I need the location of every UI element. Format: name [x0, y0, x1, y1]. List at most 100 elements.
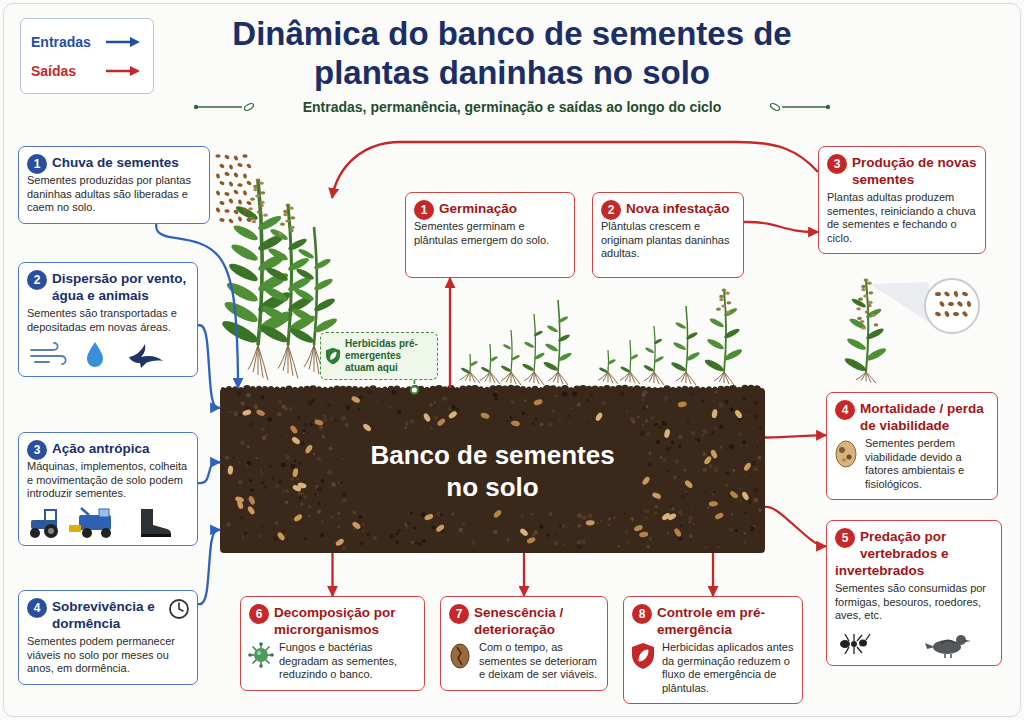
- falling-seed: [246, 217, 252, 222]
- microbe-icon: [257, 651, 261, 655]
- seed-head: [289, 207, 294, 210]
- soil-crumb: [714, 428, 717, 431]
- flow-arrow: [765, 507, 826, 546]
- harvester-icon: [81, 508, 89, 515]
- zoom-seed: [966, 301, 971, 308]
- seed-head: [861, 288, 866, 291]
- soil-crumb: [435, 385, 443, 393]
- soil-crumb: [341, 502, 343, 504]
- seed-head: [719, 298, 724, 301]
- soil-crumb: [714, 467, 719, 472]
- soil-crumb: [718, 386, 725, 393]
- soil-crumb: [289, 407, 294, 412]
- machinery-icons: [29, 507, 175, 539]
- plant-leaf: [533, 330, 543, 337]
- soil-crumb: [746, 415, 748, 417]
- buried-seed: [448, 410, 458, 419]
- callout-number: 4: [835, 400, 855, 420]
- soil-crumb: [291, 464, 296, 469]
- seed-head: [865, 310, 870, 313]
- shield-icon: [326, 348, 340, 365]
- soil-crumb: [688, 516, 693, 521]
- plant-root: [861, 372, 866, 381]
- microbe-icon: [270, 653, 274, 657]
- soil-crumb: [261, 473, 263, 475]
- seed-head: [861, 326, 866, 329]
- soil-crumb: [532, 386, 539, 393]
- diagram-title: Dinâmica do banco de sementes de plantas…: [222, 14, 802, 92]
- soil-crumb: [333, 385, 340, 392]
- plant-root: [314, 345, 319, 374]
- falling-seed: [242, 154, 248, 158]
- wind-icon: [31, 343, 66, 364]
- legend-row: Saídas: [31, 56, 143, 85]
- soil-crumb: [290, 477, 295, 482]
- soil-crumb: [451, 405, 456, 410]
- rule-line: [782, 106, 826, 107]
- plant-leaf: [653, 355, 664, 363]
- plant-leaf: [557, 351, 572, 362]
- soil-crumb: [539, 387, 543, 391]
- soil-crumb: [459, 528, 464, 533]
- callout-number: 8: [632, 604, 652, 624]
- soil-crumb: [328, 470, 333, 475]
- soil-crumb: [321, 461, 323, 463]
- plant-leaf: [500, 365, 511, 373]
- falling-seed: [219, 180, 225, 186]
- seed-head: [278, 232, 283, 235]
- soil-crumb: [352, 386, 358, 392]
- soil-crumb: [243, 385, 251, 393]
- harvester-icon: [99, 509, 109, 517]
- soil-crumb: [391, 390, 395, 394]
- soil-crumb: [737, 387, 741, 391]
- soil-crumb: [338, 517, 340, 519]
- soil-crumb: [232, 403, 234, 405]
- seed-head: [725, 292, 730, 295]
- plant-leaf: [709, 317, 725, 329]
- falling-seed: [246, 200, 252, 206]
- seed-head: [257, 210, 262, 213]
- soil-crumb: [738, 419, 741, 422]
- soil-crumb: [577, 513, 582, 518]
- soil-crumb: [506, 420, 508, 422]
- soil-crumb: [315, 485, 319, 489]
- soil-crumb: [341, 416, 346, 421]
- soil-crumb: [671, 507, 674, 510]
- buried-seed: [292, 484, 302, 493]
- soil-crumb: [586, 399, 590, 403]
- plant-stem: [629, 340, 631, 372]
- soil-crumb: [572, 392, 577, 397]
- seed-head: [256, 178, 261, 181]
- soil-crumb: [358, 394, 360, 396]
- soil-crumb: [455, 387, 459, 391]
- soil-crumb: [383, 387, 388, 392]
- old-seed-icon: [448, 642, 472, 670]
- seedlings: [460, 300, 573, 385]
- soil-crumb: [401, 387, 405, 391]
- soil-crumb: [242, 536, 245, 539]
- plant-root: [608, 372, 613, 383]
- falling-seed: [242, 207, 248, 213]
- rule-dot: [826, 105, 830, 109]
- soil-crumb: [404, 426, 407, 429]
- water-drop-icon: [87, 342, 103, 367]
- seed-head: [260, 191, 265, 194]
- soil-crumb: [554, 541, 558, 545]
- soil-crumb: [659, 456, 662, 459]
- plant-leaf: [865, 307, 883, 320]
- seed-head: [280, 223, 285, 226]
- soil-crumb: [666, 470, 669, 473]
- plant-leaf: [269, 227, 289, 242]
- soil-crumb: [679, 524, 682, 527]
- soil-crumb: [558, 418, 561, 421]
- plant-stem: [534, 314, 535, 372]
- soil-crumb: [221, 387, 225, 391]
- soil-crumb: [754, 401, 758, 405]
- plant-root: [470, 372, 475, 382]
- soil-crumb: [753, 498, 758, 503]
- buried-seed: [242, 409, 252, 417]
- soil-crumb: [433, 401, 436, 404]
- soil-crumb: [337, 525, 340, 528]
- plant-stem: [511, 330, 512, 372]
- soil-crumb: [337, 512, 340, 515]
